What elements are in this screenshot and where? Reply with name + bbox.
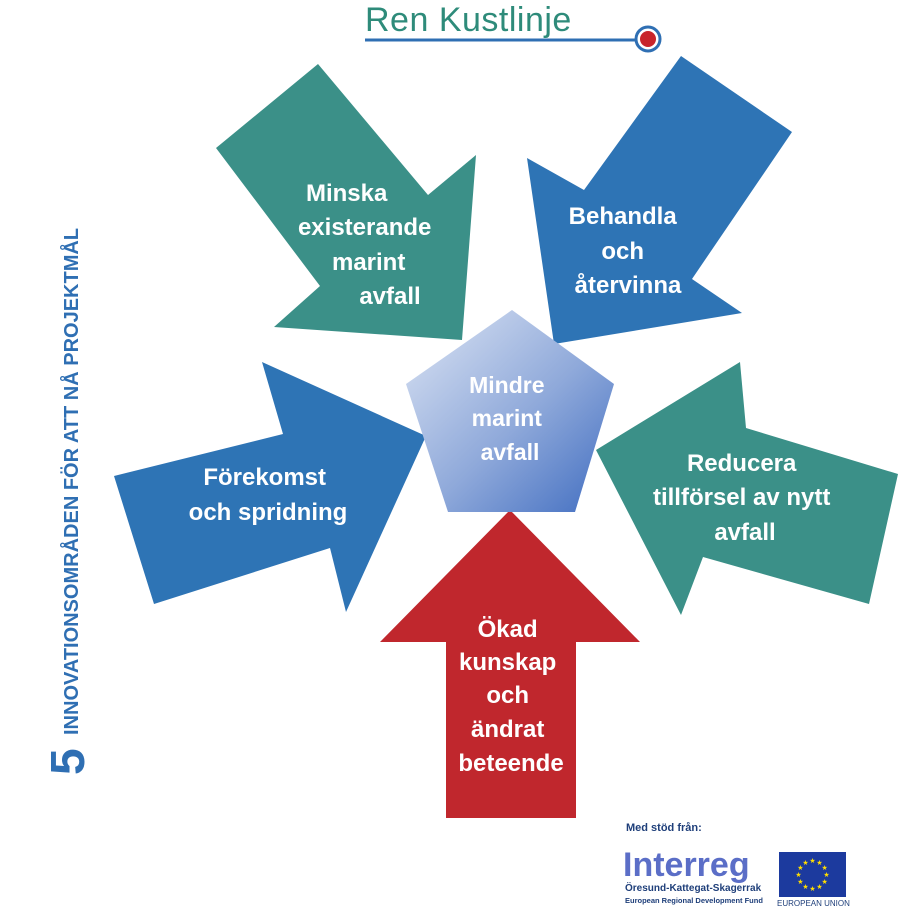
arrow-forekomst: Förekomst och spridning <box>114 362 426 612</box>
eu-label: EUROPEAN UNION <box>777 899 850 908</box>
eu-star-icon: ★ <box>809 857 815 865</box>
eu-star-icon: ★ <box>816 883 822 891</box>
eu-star-icon: ★ <box>797 878 803 886</box>
arrow-okad: Ökad kunskap och ändrat beteende <box>380 510 640 818</box>
interreg-wordmark: Interreg <box>623 846 750 884</box>
side-title: 5 INNOVATIONSOMRÅDEN FÖR ATT NÅ PROJEKTM… <box>42 228 95 775</box>
eu-star-icon: ★ <box>816 859 822 867</box>
arrow-behandla-shape <box>527 56 792 344</box>
arrow-minska: Minska existerande marint avfall <box>216 64 476 340</box>
eu-logo: ★★★★★★★★★★★★ EUROPEAN UNION <box>777 852 850 908</box>
support-label: Med stöd från: <box>626 822 702 834</box>
support-block: Med stöd från: Interreg Öresund-Kattegat… <box>623 822 850 908</box>
side-title-text: INNOVATIONSOMRÅDEN FÖR ATT NÅ PROJEKTMÅL <box>59 228 83 735</box>
arrow-okad-label: Ökad kunskap och ändrat beteende <box>458 616 563 777</box>
eu-flag <box>779 852 846 897</box>
center-pentagon-shape <box>406 310 614 512</box>
arrow-minska-label: Minska existerande marint avfall <box>298 180 438 310</box>
arrow-forekomst-label: Förekomst och spridning <box>189 464 348 526</box>
arrow-behandla: Behandla och återvinna <box>527 56 792 344</box>
eu-star-icon: ★ <box>797 864 803 872</box>
arrow-reducera: Reducera tillförsel av nytt avfall <box>596 362 898 615</box>
logo-text: Ren Kustlinje <box>365 1 572 39</box>
side-title-number: 5 <box>42 748 95 775</box>
eu-star-icon: ★ <box>809 885 815 893</box>
eu-star-icon: ★ <box>795 871 801 879</box>
arrow-minska-shape <box>216 64 476 340</box>
center-pentagon: Mindre marint avfall <box>406 310 614 512</box>
ren-kustlinje-logo: Ren Kustlinje <box>365 1 662 53</box>
eu-star-icon: ★ <box>821 878 827 886</box>
interreg-logo: Interreg Öresund-Kattegat-Skagerrak Euro… <box>623 846 763 905</box>
interreg-region: Öresund-Kattegat-Skagerrak <box>625 881 762 894</box>
arrow-okad-shape <box>380 510 640 818</box>
eu-star-icon: ★ <box>821 864 827 872</box>
arrow-forekomst-shape <box>114 362 426 612</box>
center-label: Mindre marint avfall <box>469 372 551 465</box>
arrow-reducera-label: Reducera tillförsel av nytt avfall <box>653 450 837 546</box>
eu-star-icon: ★ <box>802 859 808 867</box>
eu-stars: ★★★★★★★★★★★★ <box>795 857 829 893</box>
eu-star-icon: ★ <box>823 871 829 879</box>
eu-star-icon: ★ <box>802 883 808 891</box>
arrow-behandla-label: Behandla och återvinna <box>569 203 684 299</box>
logo-dot <box>640 31 656 47</box>
arrow-reducera-shape <box>596 362 898 615</box>
interreg-fund: European Regional Development Fund <box>625 896 763 905</box>
